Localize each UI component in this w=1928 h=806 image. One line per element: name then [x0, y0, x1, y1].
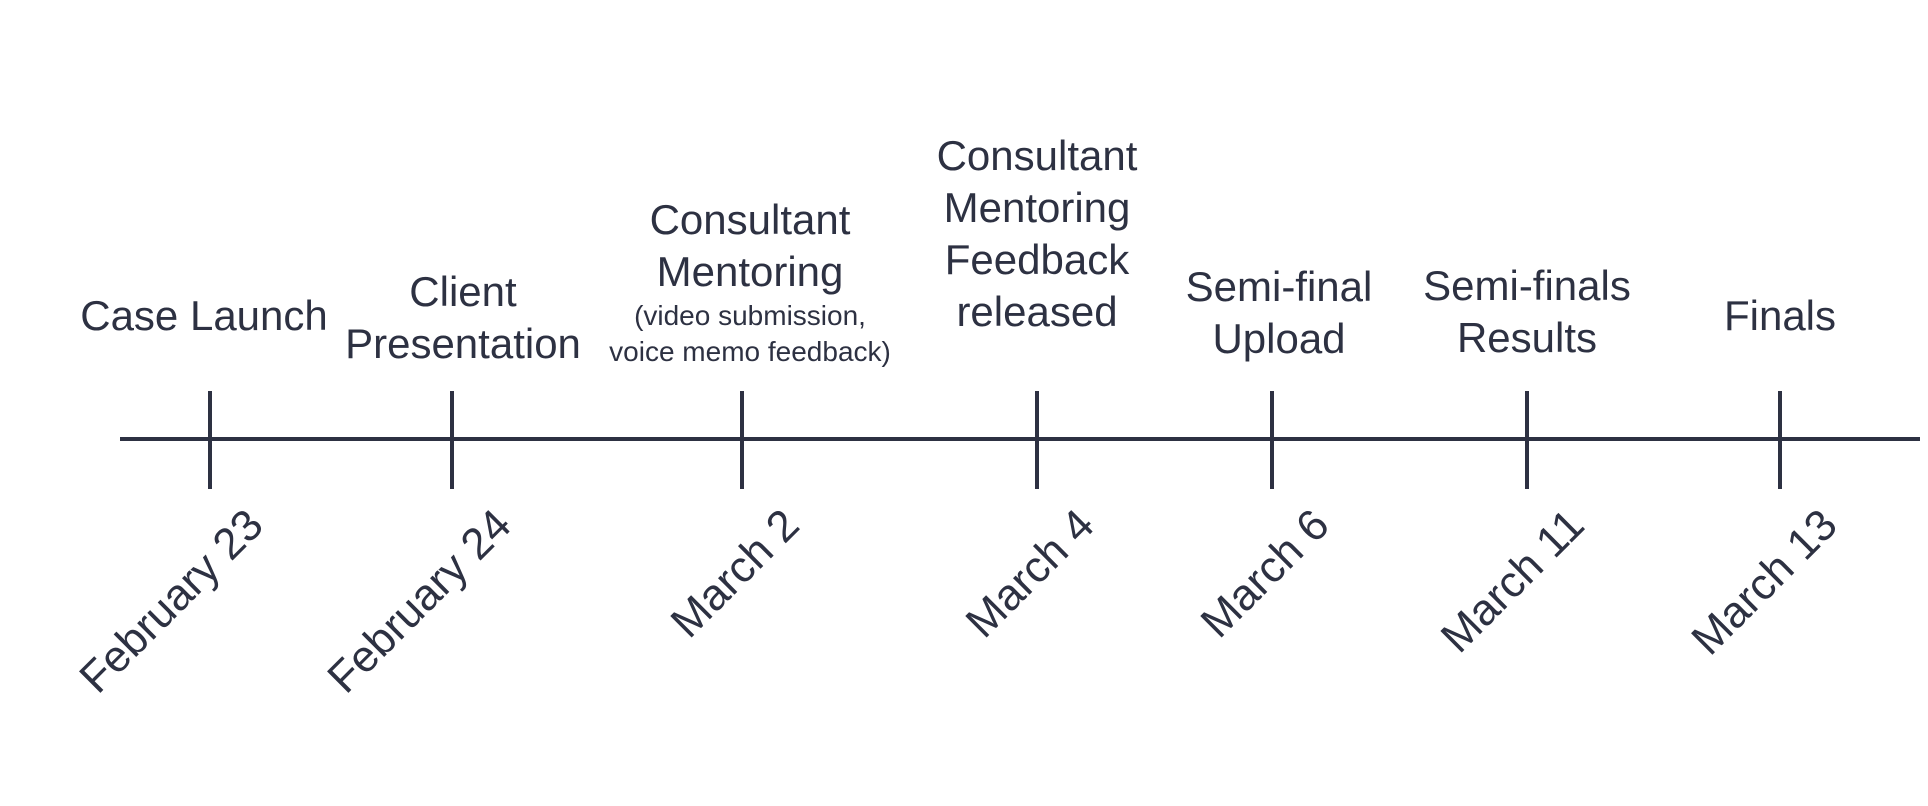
- event-title-line: Semi-finals: [1423, 262, 1631, 309]
- event-title-line: Feedback: [944, 236, 1130, 283]
- event-label-consultant-mentoring-feedback: Consultant Mentoring Feedback released: [937, 130, 1138, 338]
- event-title-line: Consultant: [936, 132, 1138, 179]
- event-label-semi-finals-results: Semi-finals Results: [1423, 260, 1631, 364]
- timeline-tick: [208, 391, 212, 489]
- event-title-line: released: [956, 288, 1118, 335]
- event-date-march-4: March 4: [956, 500, 1104, 648]
- event-title-line: Presentation: [345, 320, 581, 367]
- event-title-line: Upload: [1212, 315, 1346, 362]
- event-title-line: Mentoring: [656, 248, 844, 295]
- timeline-tick: [1270, 391, 1274, 489]
- event-title-line: Semi-final: [1185, 263, 1373, 310]
- timeline-tick: [1035, 391, 1039, 489]
- event-subtitle-line: (video submission,: [634, 300, 866, 331]
- event-title-line: Client: [409, 268, 517, 315]
- event-title-line: Results: [1456, 314, 1598, 361]
- event-label-finals: Finals: [1724, 290, 1836, 342]
- event-date-february-24: February 24: [318, 500, 521, 703]
- event-date-march-11: March 11: [1431, 500, 1594, 663]
- timeline-axis: [120, 437, 1920, 441]
- timeline-tick: [450, 391, 454, 489]
- event-title-line: Finals: [1723, 292, 1837, 339]
- event-label-client-presentation: Client Presentation: [345, 266, 581, 370]
- event-date-march-13: March 13: [1682, 500, 1847, 665]
- timeline-tick: [1525, 391, 1529, 489]
- event-subtitle-line: voice memo feedback): [609, 336, 891, 367]
- event-label-case-launch: Case Launch: [80, 290, 328, 342]
- timeline-tick: [740, 391, 744, 489]
- event-label-consultant-mentoring: Consultant Mentoring (video submission, …: [609, 194, 891, 370]
- event-title-line: Mentoring: [943, 184, 1131, 231]
- timeline-tick: [1778, 391, 1782, 489]
- event-date-march-2: March 2: [661, 500, 809, 648]
- event-date-february-23: February 23: [70, 500, 273, 703]
- event-date-march-6: March 6: [1191, 500, 1339, 648]
- event-label-semi-final-upload: Semi-final Upload: [1186, 261, 1373, 365]
- event-title-line: Consultant: [649, 196, 851, 243]
- event-title-line: Case Launch: [80, 292, 328, 339]
